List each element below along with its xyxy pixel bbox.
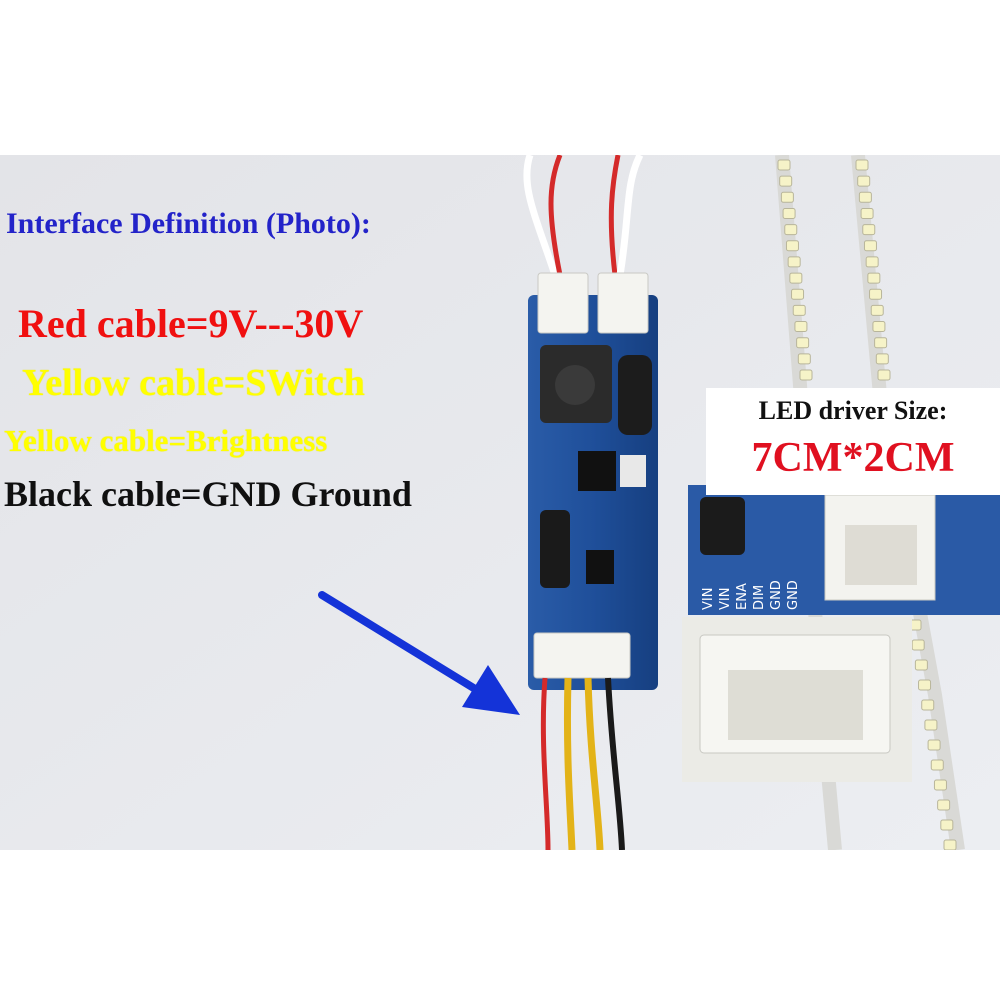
led-chip (797, 353, 811, 365)
led-chip (927, 739, 941, 751)
driver-dimensions: 7CM*2CM (751, 435, 955, 481)
connector-icon (533, 632, 631, 679)
led-chip (875, 353, 889, 365)
led-chip (869, 288, 883, 300)
led-chip (855, 159, 869, 171)
arrow-icon (318, 591, 520, 715)
led-chip (914, 659, 928, 671)
led-chip (930, 759, 944, 771)
led-chip (911, 639, 925, 651)
led-chip (872, 321, 886, 333)
pin-label: GND (769, 580, 784, 610)
led-chip (858, 191, 872, 203)
yellow-switch-label: Yellow cable=SWitch (22, 362, 365, 404)
led-chip (874, 337, 888, 349)
led-chip (924, 719, 938, 731)
led-chip (870, 304, 884, 316)
led-chip (862, 224, 876, 236)
connector-icon (537, 272, 589, 334)
driver-size-label: LED driver Size: (758, 396, 948, 425)
led-chip (943, 839, 957, 850)
pin-label: GND (786, 580, 801, 610)
capacitor-icon (618, 355, 652, 435)
white-wire-left (523, 155, 559, 277)
output-wire-yellow-2 (584, 677, 604, 850)
led-chip (796, 337, 810, 349)
led-chip (782, 207, 796, 219)
chip (578, 451, 616, 491)
led-chip (860, 207, 874, 219)
black-cable-label: Black cable=GND Ground (4, 474, 412, 514)
red-wire-left (548, 155, 563, 276)
capacitor-icon (540, 510, 570, 588)
led-chips (777, 159, 957, 850)
pin-label: DIM (752, 585, 767, 610)
led-chip (787, 256, 801, 268)
led-chip (865, 256, 879, 268)
led-chip (785, 240, 799, 252)
red-cable-label: Red cable=9V---30V (18, 301, 364, 346)
output-wire-black (605, 677, 625, 850)
white-wire-right (616, 155, 644, 276)
connector-icon (597, 272, 649, 334)
led-chip (921, 699, 935, 711)
pin-label: VIN (718, 588, 733, 610)
led-chip (784, 224, 798, 236)
led-chip (789, 272, 803, 284)
connector-closeup (682, 485, 1000, 782)
led-chip (940, 819, 954, 831)
red-wire-right (608, 155, 621, 276)
output-wire-red (540, 677, 551, 850)
yellow-brightness-label: Yellow cable=Brightness (4, 423, 328, 458)
led-chip (780, 191, 794, 203)
chip-tab (620, 455, 646, 487)
led-chip (799, 369, 813, 381)
led-chip (877, 369, 891, 381)
led-chip (933, 779, 947, 791)
driver-size-box: LED driver Size: 7CM*2CM (706, 388, 1000, 495)
led-chip (863, 240, 877, 252)
output-wire-yellow-1 (563, 677, 576, 850)
led-chip (792, 304, 806, 316)
led-chip (867, 272, 881, 284)
led-chip (794, 321, 808, 333)
led-chip (779, 175, 793, 187)
interface-title: Interface Definition (Photo): (6, 207, 371, 240)
pin-label: VIN (701, 588, 716, 610)
led-chip (918, 679, 932, 691)
led-chip (777, 159, 791, 171)
pin-label: ENA (735, 583, 750, 610)
led-chip (791, 288, 805, 300)
led-chip (937, 799, 951, 811)
chip (586, 550, 614, 584)
led-chip (857, 175, 871, 187)
